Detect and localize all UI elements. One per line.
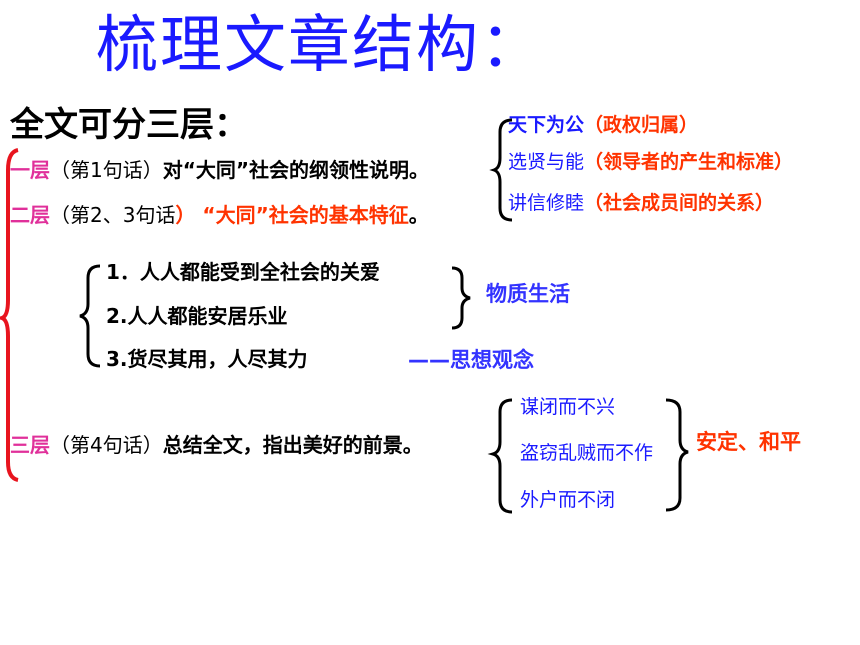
top-right-item-3: 讲信修睦（社会成员间的关系）	[508, 194, 774, 213]
features-right-brace	[451, 266, 471, 330]
layer-3-label: 三层	[10, 433, 50, 457]
layer-2-paren: （第2、3句话	[50, 203, 176, 227]
top-right-item-1: 天下为公（政权归属）	[508, 116, 698, 135]
top-right-item-3-red: （社会成员间的关系）	[584, 192, 775, 214]
feature-1: 1．人人都能受到全社会的关爱	[106, 260, 380, 284]
layer-3-paren: （第4句话）	[50, 433, 163, 457]
layer-2: 二层（第2、3句话） “大同”社会的基本特征。	[10, 205, 429, 225]
material-life-label: 物质生活	[486, 282, 570, 306]
top-right-item-2: 选贤与能（领导者的产生和标准）	[508, 153, 793, 172]
layer-2-label: 二层	[10, 203, 50, 227]
result-3: 外户而不闭	[520, 489, 616, 511]
result-label: 安定、和平	[696, 430, 801, 454]
feature-3: 3.货尽其用，人尽其力	[106, 347, 308, 371]
layer-1: 一层（第1句话）对“大同”社会的纲领性说明。	[10, 160, 429, 180]
results-left-brace	[487, 398, 513, 514]
big-left-brace	[0, 148, 19, 482]
top-right-item-1-blue: 天下为公	[508, 114, 585, 136]
top-right-item-2-blue: 选贤与能	[508, 151, 585, 173]
results-right-brace	[665, 398, 689, 512]
top-right-item-1-red: （政权归属）	[584, 114, 699, 136]
result-2: 盗窃乱贼而不作	[520, 442, 654, 464]
thought-label: ——思想观念	[408, 348, 534, 372]
section-subtitle: 全文可分三层：	[10, 105, 248, 145]
features-left-brace	[79, 264, 101, 368]
top-right-item-2-red: （领导者的产生和标准）	[584, 151, 794, 173]
page-title: 梳理文章结构：	[96, 8, 545, 81]
feature-2: 2.人人都能安居乐业	[106, 304, 288, 328]
layer-2-paren-close: ）	[175, 203, 196, 227]
layer-1-text: 对“大同”社会的纲领性说明。	[162, 158, 430, 182]
layer-1-label: 一层	[10, 158, 50, 182]
layer-2-end: 。	[408, 203, 429, 227]
layer-3: 三层（第4句话）总结全文，指出美好的前景。	[10, 435, 423, 455]
result-1: 谋闭而不兴	[520, 396, 616, 418]
top-right-item-3-blue: 讲信修睦	[508, 192, 585, 214]
layer-2-text: “大同”社会的基本特征	[202, 203, 409, 227]
layer-1-paren: （第1句话）	[50, 158, 163, 182]
layer-3-text: 总结全文，指出美好的前景。	[162, 433, 423, 457]
top-right-brace	[489, 118, 513, 222]
